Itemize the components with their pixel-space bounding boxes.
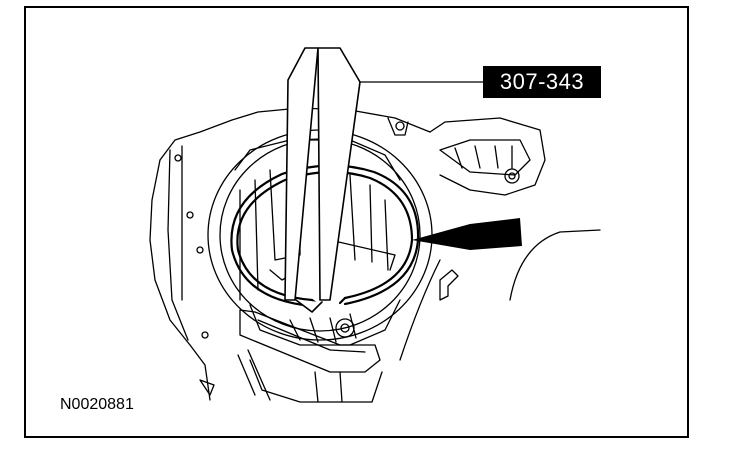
tool-callout-label: 307-343	[483, 66, 601, 98]
snap-ring-pliers	[284, 47, 361, 313]
lower-housing	[239, 309, 383, 403]
figure-id: N0020881	[60, 396, 134, 413]
side-plate	[399, 229, 601, 361]
case-housing	[149, 107, 546, 401]
direction-arrow	[412, 218, 522, 250]
